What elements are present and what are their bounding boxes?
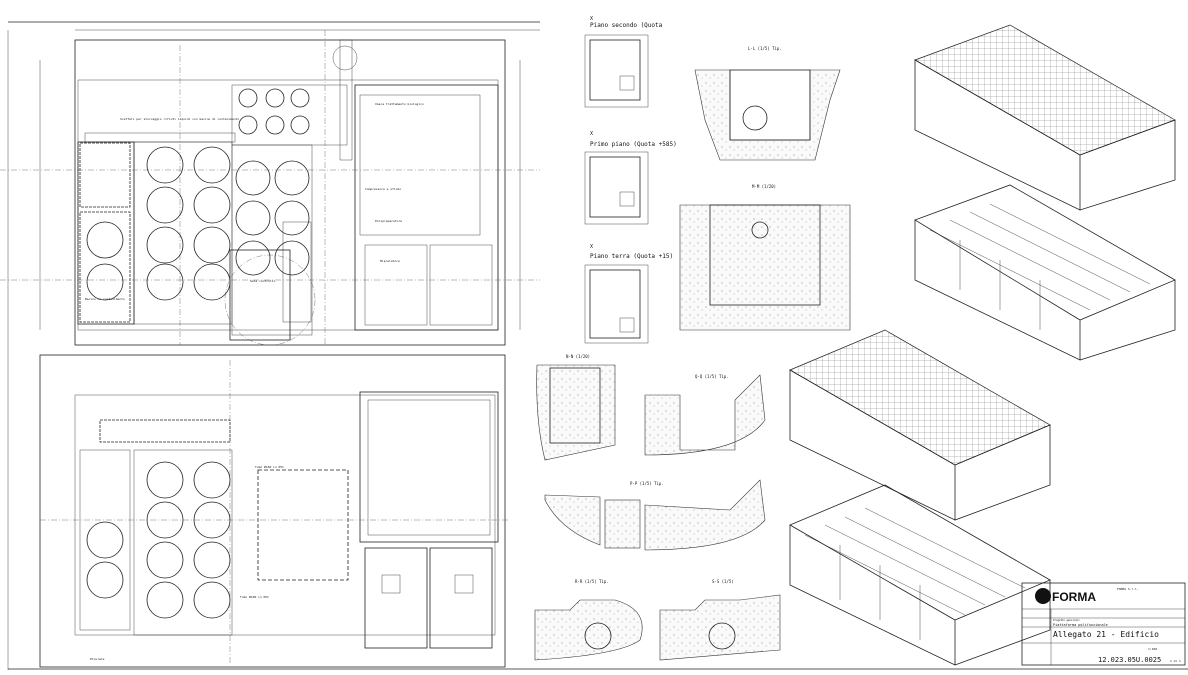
section-title: S-S (1/5) — [712, 579, 734, 584]
scale: 1:100 — [1148, 647, 1157, 651]
tank — [235, 240, 271, 276]
storage-tank — [86, 521, 124, 559]
floor-marker: X — [590, 244, 593, 250]
project-label: Progetto generale: — [1053, 618, 1080, 622]
note: Scaffali per stoccaggio rifiuti liquidi … — [120, 117, 239, 121]
section-mm: M-M (1/20) — [679, 184, 851, 331]
storage-tank — [193, 461, 231, 499]
storage-tank — [193, 263, 231, 301]
company-name: FORMA S.r.l. — [1117, 587, 1139, 591]
floor-title: Piano terra (Quota +15) — [590, 253, 673, 260]
fan-unit — [265, 115, 285, 135]
tank — [274, 240, 310, 276]
section-nn: N-N (1/20) — [536, 354, 616, 461]
note: Bacino di contenimento — [85, 297, 125, 301]
isometric-views — [789, 24, 1176, 666]
storage-tank — [146, 186, 184, 224]
storage-tank — [193, 541, 231, 579]
section-title: L-L (1/5) Tip. — [748, 46, 782, 51]
section-title: M-M (1/20) — [752, 184, 776, 189]
section-rr: R-R (1/5) Tip. — [534, 579, 643, 661]
storage-tank — [193, 501, 231, 539]
storage-tank — [193, 581, 231, 619]
storage-tank — [86, 561, 124, 599]
drawing-code: 12.023.05U.0025 — [1098, 656, 1161, 664]
note: Vasca trattamento biologico — [375, 102, 424, 106]
storage-tank — [146, 146, 184, 184]
floor-title: Piano secondo (Quota — [590, 22, 663, 29]
drawing-title: Allegato 21 - Edificio — [1053, 630, 1159, 639]
storage-tank — [146, 461, 184, 499]
note: Polipreparatore — [375, 219, 402, 223]
storage-tank — [193, 226, 231, 264]
section-qq: Q-Q (1/5) Tip. — [644, 374, 766, 456]
section-ss: S-S (1/5) — [659, 579, 781, 661]
storage-tank — [146, 226, 184, 264]
tank — [274, 200, 310, 236]
storage-tank — [146, 263, 184, 301]
note: Pluviale — [90, 657, 105, 661]
note: Sala controllo — [250, 279, 275, 283]
tank — [235, 160, 271, 196]
storage-tank — [146, 541, 184, 579]
fan-unit — [265, 88, 285, 108]
tank — [274, 160, 310, 196]
note: Miscelatore — [380, 259, 400, 263]
title-block: FORMA FORMA S.r.l. Progetto generale: Pi… — [1021, 582, 1186, 666]
section-title: N-N (1/20) — [566, 354, 590, 359]
storage-tank — [146, 501, 184, 539]
storage-tank — [193, 186, 231, 224]
note: Compressore e sfiato — [365, 187, 401, 191]
fan-unit — [290, 115, 310, 135]
floor-marker: X — [590, 16, 593, 22]
section-title: P-P (1/5) Tip. — [630, 481, 664, 486]
note: Tubo Ø160 in PVC — [255, 464, 284, 469]
storage-tank — [146, 581, 184, 619]
note: Tubo Ø100 in PVC — [240, 594, 269, 599]
storage-tank — [193, 146, 231, 184]
floor-plan-bottom: Tubo Ø160 in PVC Tubo Ø100 in PVC Pluvia… — [39, 354, 510, 668]
logo-mark — [1035, 588, 1051, 604]
tank — [235, 200, 271, 236]
fan-unit — [238, 115, 258, 135]
logo-text: FORMA — [1052, 590, 1096, 604]
tanks — [86, 88, 310, 619]
section-ll: L-L (1/5) Tip. — [694, 46, 841, 161]
fan-unit — [290, 88, 310, 108]
section-title: R-R (1/5) Tip. — [575, 579, 609, 584]
fan-unit — [238, 88, 258, 108]
floor-title: Primo piano (Quota +585) — [590, 141, 677, 148]
section-pp: P-P (1/5) Tip. — [544, 479, 766, 551]
project-name: Piattaforma polifunzionale — [1053, 623, 1108, 627]
section-title: Q-Q (1/5) Tip. — [695, 374, 729, 379]
storage-tank — [86, 263, 124, 301]
control-room-floor-plans: X Piano secondo (Quota X Primo piano (Qu… — [584, 16, 677, 344]
storage-tank — [86, 221, 124, 259]
sheet-number: 1 di 1 — [1170, 659, 1181, 663]
floor-plan-top: Scaffali per stoccaggio rifiuti liquidi … — [0, 29, 540, 346]
sheet-border — [7, 21, 1188, 670]
floor-marker: X — [590, 131, 593, 137]
